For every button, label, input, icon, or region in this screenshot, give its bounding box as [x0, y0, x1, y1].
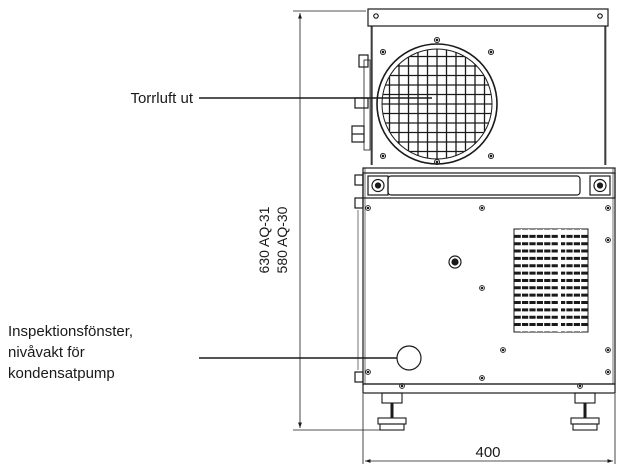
lower-housing — [354, 167, 616, 394]
height-dimension — [293, 10, 380, 431]
screw-icon — [365, 205, 371, 211]
screw-icon — [605, 369, 611, 375]
callout-leaders — [199, 97, 432, 359]
screw-icon — [605, 237, 611, 243]
dimension-height-aq30: 580 AQ-30 — [274, 206, 290, 273]
side-latch-2 — [354, 97, 369, 109]
panel-screws — [365, 205, 611, 389]
dimension-width: 400 — [475, 444, 500, 461]
screw-icon — [399, 383, 405, 389]
dimension-height-aq31: 630 AQ-31 — [256, 206, 272, 273]
screw-icon — [379, 152, 387, 160]
callout-inspection-window: Inspektionsfönster, nivåvakt för kondens… — [8, 323, 133, 382]
screw-icon — [479, 285, 485, 291]
screw-icon — [487, 48, 495, 56]
side-latch-1 — [358, 54, 369, 68]
screw-icon — [487, 152, 495, 160]
screw-icon — [605, 205, 611, 211]
fan-grille — [376, 36, 498, 166]
adjustable-feet — [377, 392, 600, 431]
callout-line-2: nivåvakt för — [8, 344, 85, 361]
screw-icon — [365, 369, 371, 375]
screw-icon — [433, 36, 441, 44]
screw-icon — [379, 48, 387, 56]
callout-line-1: Inspektionsfönster, — [8, 323, 133, 340]
handle-bar — [362, 172, 616, 199]
screw-icon — [500, 347, 506, 353]
screw-icon — [605, 347, 611, 353]
width-dimension — [362, 394, 616, 464]
screw-icon — [577, 383, 583, 389]
screw-icon — [433, 158, 441, 166]
heat-exchanger-vent — [513, 228, 589, 333]
top-cap — [367, 8, 609, 27]
inspection-window — [396, 345, 422, 371]
screw-icon — [479, 375, 485, 381]
callout-line-3: kondensatpump — [8, 365, 115, 382]
upper-housing — [351, 8, 609, 165]
callout-dry-air-out: Torrluft ut — [130, 90, 193, 107]
screw-icon — [479, 205, 485, 211]
